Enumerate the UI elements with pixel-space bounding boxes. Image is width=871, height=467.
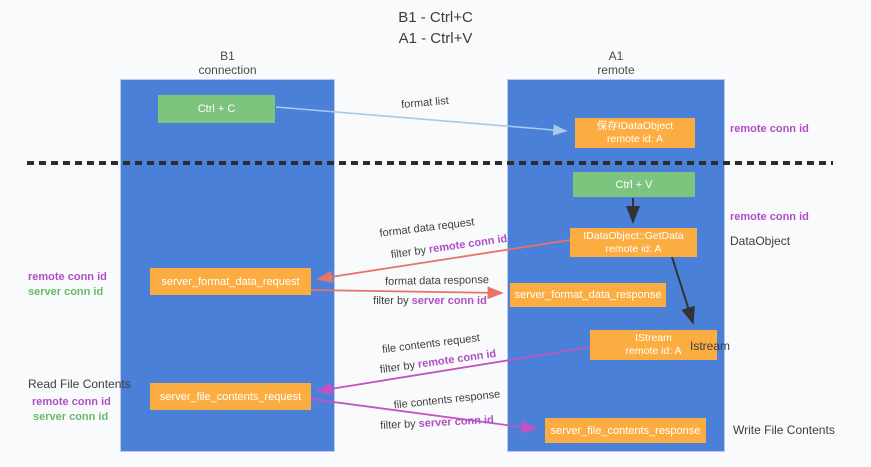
ctrl-v-box: Ctrl + V [573,172,695,197]
save-idataobject-line1: 保存IDataObject [596,120,674,132]
annotation-write-file-contents: Write File Contents [733,423,835,437]
save-idataobject-box: 保存IDataObject remote id: A [575,118,695,148]
idataobject-getdata-line2: remote id: A [605,242,662,255]
idataobject-getdata-box: IDataObject::GetData remote id: A [570,228,697,257]
lane-b1-name: B1 [220,49,235,63]
server-file-contents-response-label: server_file_contents_response [550,424,701,437]
annotation-read-file-contents: Read File Contents [28,377,131,391]
filter-server-conn-id-1: server conn id [411,295,487,307]
server-format-data-request-label: server_format_data_request [161,275,300,288]
annotation-remote-conn-id-mid: remote conn id [730,211,809,223]
lane-b1-role: connection [198,63,257,77]
filter-remote-conn-id-1: remote conn id [428,232,508,256]
server-file-contents-response-box: server_file_contents_response [545,418,706,443]
server-file-contents-request-box: server_file_contents_request [150,383,311,410]
diagram-title: B1 - Ctrl+C A1 - Ctrl+V [0,7,871,49]
idataobject-getdata-line1: IDataObject::GetData [583,229,684,242]
server-format-data-response-label: server_format_data_response [514,289,662,301]
title-line-1: B1 - Ctrl+C [398,9,473,26]
annotation-istream: Istream [690,339,731,353]
annotation-remote-conn-id-left2: remote conn id [32,396,111,408]
filter-by-text-2: filter by [373,295,409,307]
flow-label-format-data-response: format data response [384,274,490,288]
server-format-data-response-box: server_format_data_response [510,283,666,307]
annotation-dataobject: DataObject [730,234,791,248]
filter-by-text-1: filter by [390,244,427,262]
server-file-contents-request-label: server_file_contents_request [159,390,302,403]
filter-by-text-3: filter by [379,359,416,377]
annotation-server-conn-id-left1: server conn id [28,286,104,298]
ctrl-v-label: Ctrl + V [615,178,653,191]
istream-line2: remote id: A [625,345,682,357]
flow-label-format-list: format list [400,94,450,112]
server-format-data-request-box: server_format_data_request [150,268,311,295]
title-line-2: A1 - Ctrl+V [398,30,473,47]
annotation-remote-conn-id-left1: remote conn id [28,271,107,283]
lane-header-b1: B1 connection [120,49,335,77]
save-idataobject-line2: remote id: A [606,133,664,145]
lane-a1-role: remote [597,63,635,77]
filter-by-text-4: filter by [379,418,416,432]
istream-line1: IStream [635,332,672,344]
filter-server-conn-id-2: server conn id [418,414,495,430]
ctrl-c-box: Ctrl + C [158,95,275,123]
annotation-server-conn-id-left2: server conn id [33,411,109,423]
ctrl-c-label: Ctrl + C [197,103,236,115]
lane-a1-name: A1 [608,49,624,63]
filter-remote-conn-id-2: remote conn id [417,347,497,371]
lane-header-a1: A1 remote [507,49,725,77]
annotation-remote-conn-id-top: remote conn id [730,123,809,135]
istream-box: IStream remote id: A [590,330,717,360]
arrow-format-data-response [310,286,504,300]
